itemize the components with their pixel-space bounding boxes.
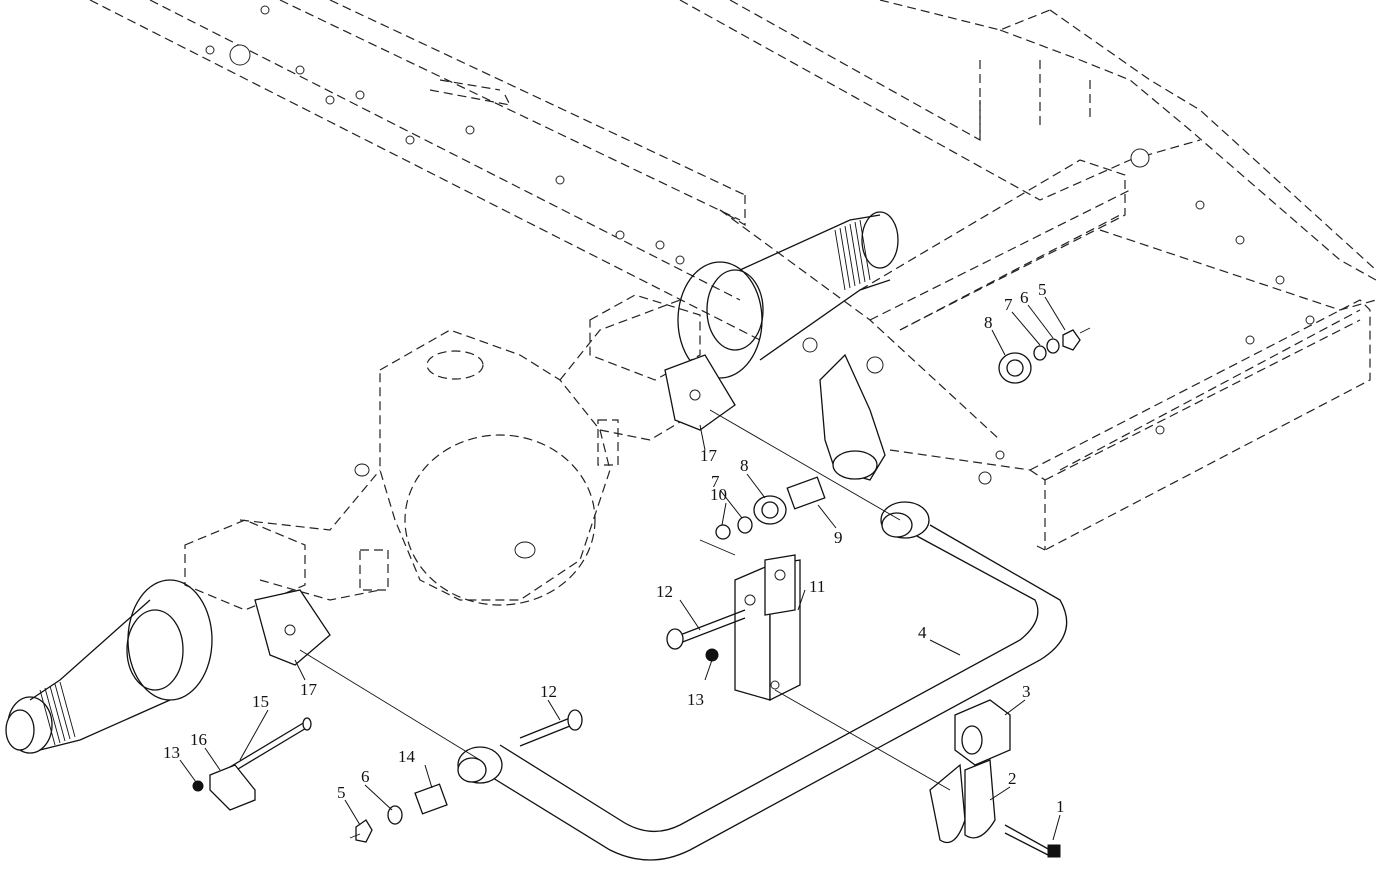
bushing-3 bbox=[954, 699, 1011, 766]
callout-labels: 1 2 3 4 5 6 7 8 8 7 10 9 11 12 13 12 14 … bbox=[163, 280, 1065, 816]
cross-member bbox=[859, 159, 1376, 551]
frame-rail-left bbox=[89, 0, 1001, 441]
axle-housing bbox=[184, 294, 701, 611]
frame-rail-right bbox=[679, 0, 1376, 281]
leader-lines bbox=[179, 296, 1091, 841]
frame-holes bbox=[205, 5, 1315, 485]
callout-12-upper: 12 bbox=[656, 582, 673, 601]
callout-5-upper: 5 bbox=[1038, 280, 1047, 299]
callout-14: 14 bbox=[398, 747, 416, 766]
nut-10 bbox=[715, 524, 731, 540]
nut-5-lower bbox=[355, 819, 373, 843]
stabilizer-bar bbox=[457, 501, 1068, 861]
callout-10: 10 bbox=[710, 485, 727, 504]
callout-9: 9 bbox=[834, 528, 843, 547]
nut-13-upper bbox=[705, 648, 719, 662]
right-spindle-threads bbox=[834, 219, 871, 291]
callout-15: 15 bbox=[252, 692, 269, 711]
callout-17-right: 17 bbox=[700, 446, 718, 465]
plate-16 bbox=[209, 764, 256, 811]
callout-13-lower: 13 bbox=[163, 743, 180, 762]
washer-7-upper bbox=[1033, 345, 1047, 361]
washer-6-lower bbox=[387, 805, 403, 825]
callout-7-center: 7 bbox=[711, 472, 720, 491]
spacer-8-upper bbox=[998, 352, 1032, 384]
bracket-11 bbox=[734, 554, 801, 702]
right-hub-spindle bbox=[677, 211, 899, 379]
left-spindle-threads bbox=[39, 681, 76, 746]
bolt-15 bbox=[224, 717, 312, 776]
callout-4: 4 bbox=[918, 623, 927, 642]
nut-5-upper bbox=[1062, 329, 1081, 351]
callout-6-lower: 6 bbox=[361, 767, 370, 786]
callout-2: 2 bbox=[1008, 769, 1017, 788]
callout-16: 16 bbox=[190, 730, 207, 749]
nut-13-lower bbox=[192, 780, 204, 792]
washer-7-center bbox=[737, 516, 753, 534]
callout-1: 1 bbox=[1056, 797, 1065, 816]
callout-8-center: 8 bbox=[740, 456, 749, 475]
bolt-12-upper bbox=[666, 609, 746, 650]
bolt-12-lower bbox=[519, 709, 583, 747]
left-hub-spindle bbox=[5, 579, 213, 754]
link-bracket-left bbox=[254, 589, 331, 666]
bolt-1 bbox=[1004, 824, 1061, 858]
callout-6-upper: 6 bbox=[1020, 288, 1029, 307]
callout-7-upper: 7 bbox=[1004, 295, 1013, 314]
callout-11: 11 bbox=[809, 577, 825, 596]
callout-17-left: 17 bbox=[300, 680, 318, 699]
callout-5-lower: 5 bbox=[337, 783, 346, 802]
spacer-8 bbox=[753, 495, 787, 525]
bushing-9 bbox=[786, 476, 826, 510]
bushing-14 bbox=[414, 783, 448, 815]
frame-hanger-bracket bbox=[819, 353, 886, 481]
callout-8-upper: 8 bbox=[984, 313, 993, 332]
callout-3: 3 bbox=[1022, 682, 1031, 701]
clamp-2 bbox=[929, 759, 996, 844]
washer-6-upper bbox=[1046, 338, 1060, 354]
callout-13-upper: 13 bbox=[687, 690, 704, 709]
link-bracket-right bbox=[664, 354, 736, 431]
callout-12-lower: 12 bbox=[540, 682, 557, 701]
